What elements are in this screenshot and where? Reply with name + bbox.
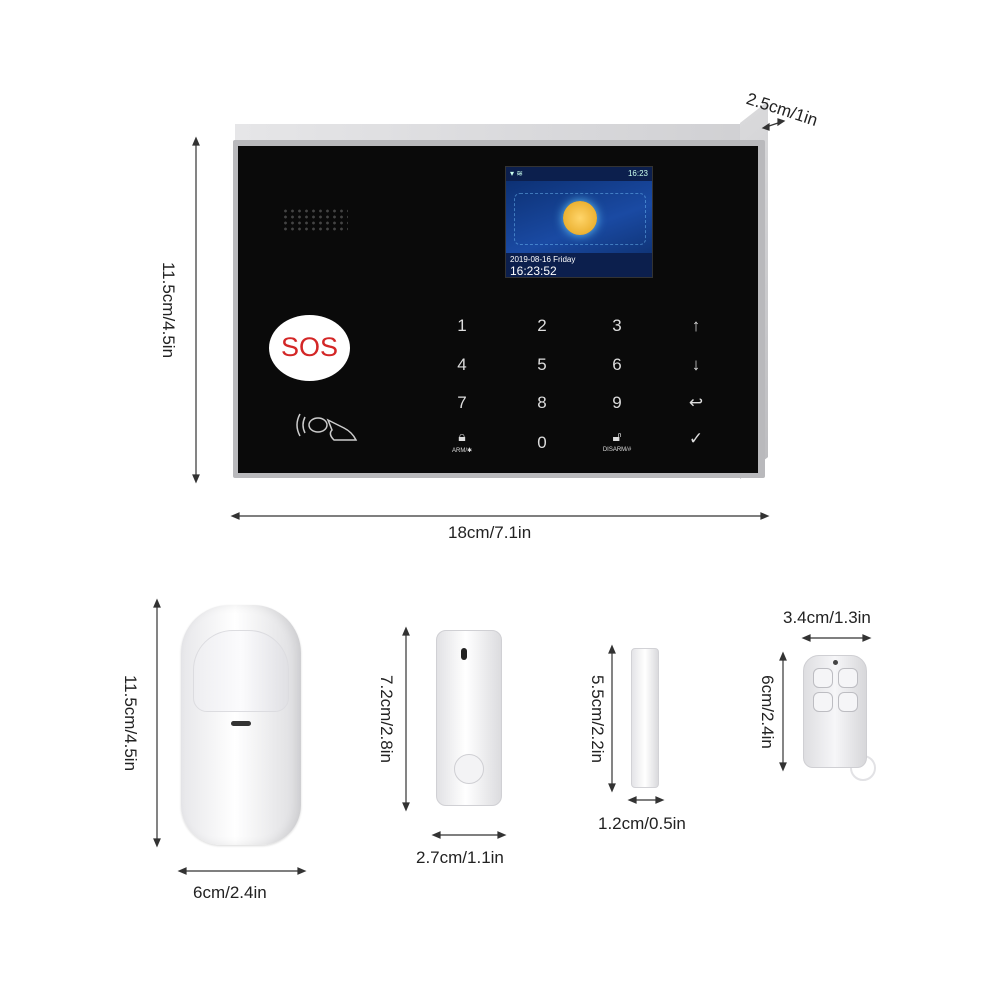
remote-home-button [813, 692, 833, 712]
panel-width-label: 18cm/7.1in [448, 523, 532, 542]
key-4[interactable]: 4 [457, 355, 467, 374]
screen-clock: 16:23 [627, 169, 648, 178]
door-width-label: 2.7cm/1.1in [416, 848, 504, 867]
key-3[interactable]: 3 [612, 316, 622, 335]
remote-disarm-button [838, 668, 858, 688]
alarm-panel-face [238, 146, 758, 473]
door-sensor-indicator [461, 648, 467, 660]
screen-datetime: 2019-08-16 Friday 16:23:52 [506, 253, 652, 278]
magnet-height-label: 5.5cm/2.2in [588, 675, 607, 763]
screen-time: 16:23:52 [510, 264, 557, 278]
key-confirm[interactable]: ✓ [688, 429, 704, 448]
rfid-card-icon [296, 413, 358, 441]
pir-height-label: 11.5cm/4.5in [121, 674, 140, 772]
screen-date: 2019-08-16 Friday [510, 255, 576, 264]
sos-button[interactable]: SOS [269, 315, 350, 381]
key-8[interactable]: 8 [537, 393, 547, 412]
pir-indicator-light [231, 721, 251, 726]
key-1[interactable]: 1 [457, 316, 467, 335]
screen-status-bar: ▾ ≋ 16:23 [506, 167, 652, 181]
sos-label: SOS [280, 332, 339, 362]
magnet-width-label: 1.2cm/0.5in [598, 814, 686, 833]
panel-top-edge [235, 124, 755, 144]
remote-arm-button [813, 668, 833, 688]
key-6[interactable]: 6 [612, 355, 622, 374]
remote-control [803, 655, 867, 768]
door-height-label: 7.2cm/2.8in [377, 675, 396, 763]
arm-lock-icon[interactable]: 🔒︎ [458, 428, 466, 444]
pir-width-label: 6cm/2.4in [193, 883, 267, 902]
arm-label: ARM/✱ [451, 448, 473, 454]
key-up[interactable]: ↑ [691, 316, 701, 335]
remote-led [833, 660, 838, 665]
door-magnet [631, 648, 659, 788]
lcd-screen: ▾ ≋ 16:23 2019-08-16 Friday 16:23:52 [505, 166, 653, 278]
disarm-label: DISARM/# [602, 447, 632, 453]
key-7[interactable]: 7 [457, 393, 467, 412]
signal-icon: ▾ ≋ [510, 169, 523, 178]
panel-height-label: 11.5cm/4.5in [159, 261, 178, 359]
key-0[interactable]: 0 [537, 433, 547, 452]
key-2[interactable]: 2 [537, 316, 547, 335]
lock-icon [563, 201, 597, 235]
door-sensor-button [454, 754, 484, 784]
key-5[interactable]: 5 [537, 355, 547, 374]
circuit-graphic [514, 193, 646, 245]
remote-height-label: 6cm/2.4in [758, 675, 777, 749]
key-back[interactable]: ↩ [688, 393, 704, 412]
disarm-unlock-icon[interactable]: 🔓︎ [612, 428, 622, 444]
speaker-grille [282, 208, 348, 232]
key-9[interactable]: 9 [612, 393, 622, 412]
pir-lens [193, 630, 289, 712]
key-down[interactable]: ↓ [691, 355, 701, 374]
remote-width-label: 3.4cm/1.3in [783, 608, 871, 627]
remote-sos-button [838, 692, 858, 712]
